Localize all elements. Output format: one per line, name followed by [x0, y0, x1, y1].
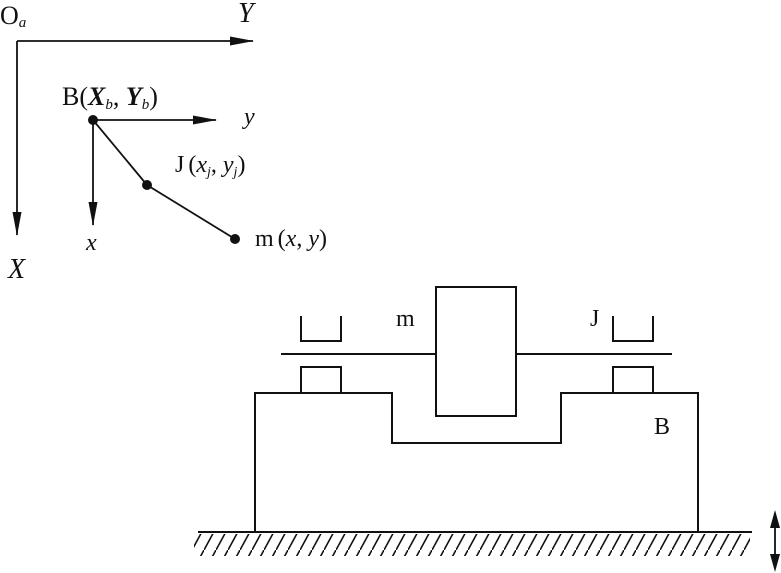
point-b-dot	[88, 115, 98, 125]
base-label: B	[654, 414, 670, 440]
point-b-label: B(Xb, Yb)	[62, 82, 158, 113]
bearing-right	[612, 366, 654, 393]
global-frame: Oa Y X	[0, 0, 257, 285]
ground	[194, 531, 752, 556]
joint-label: J	[590, 306, 599, 332]
global-x-label: X	[7, 254, 26, 285]
mass-label: m	[396, 306, 415, 332]
pendulum-links	[88, 115, 240, 244]
mass-block	[435, 286, 517, 417]
bearing-left	[300, 366, 342, 393]
global-y-label: Y	[238, 0, 257, 29]
ground-hatch	[194, 534, 750, 556]
base-body	[254, 392, 699, 531]
local-frame: y x	[85, 104, 255, 256]
point-m-label: m(x, y)	[255, 226, 327, 252]
link-j-m	[146, 184, 236, 240]
local-x-label: x	[85, 230, 97, 256]
origin-label: Oa	[0, 1, 26, 31]
link-b-j	[92, 119, 148, 186]
point-j-label: J(xj, yj)	[175, 152, 245, 180]
mechanism	[254, 286, 699, 531]
local-y-label: y	[242, 104, 255, 130]
vertical-excitation-arrow	[770, 510, 780, 572]
point-m-dot	[230, 234, 240, 244]
cap-right	[612, 316, 654, 342]
point-j-dot	[142, 180, 152, 190]
cap-left	[300, 316, 342, 342]
